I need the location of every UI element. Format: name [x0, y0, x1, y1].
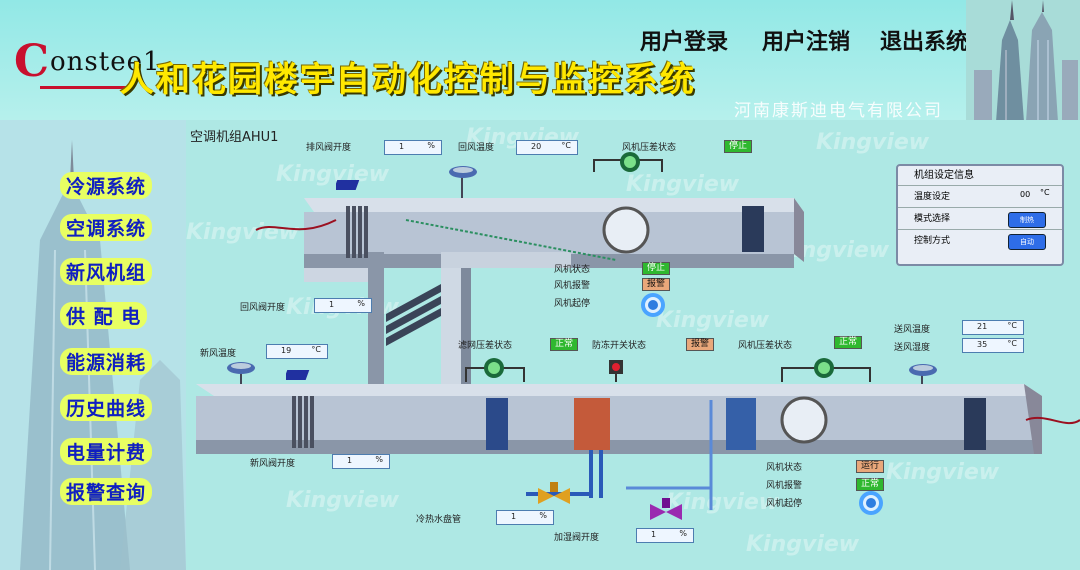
return-damper-value: 1% [314, 298, 372, 313]
exhaust-damper-value: 1% [384, 140, 442, 155]
watermark: Kingview [746, 532, 860, 557]
fan-bottom-alarm-badge: 正常 [856, 478, 885, 491]
filter-dp-status-badge: 正常 [550, 338, 579, 351]
settings-row-control: 控制方式 自动 [898, 230, 1062, 252]
pressure-switch-icon [484, 358, 504, 378]
fresh-damper-label: 新风阀开度 [250, 459, 296, 469]
temp-setpoint-input[interactable]: 00°C [994, 186, 1052, 204]
fan-status-label: 风机状态 [554, 265, 591, 275]
menu-item-fresh-air-unit[interactable]: 新风机组 [18, 256, 184, 286]
settings-row-mode: 模式选择 制热 [898, 208, 1062, 230]
fan-alarm-badge: 报警 [642, 278, 671, 291]
watermark: Kingview [666, 490, 780, 515]
header-banner: Constee1 人和花园楼宇自动化控制与监控系统 用户登录 用户注销 退出系统… [0, 0, 1080, 122]
skyscraper-image [966, 0, 1080, 122]
exit-system-button[interactable]: 退出系统 [880, 30, 969, 55]
unit-settings-panel: 机组设定信息 温度设定 00°C 模式选择 制热 控制方式 自动 [896, 164, 1064, 266]
settings-row-temp: 温度设定 00°C [898, 186, 1062, 208]
fan-bottom-status-label: 风机状态 [766, 463, 803, 473]
fan-alarm-label: 风机报警 [554, 281, 591, 291]
company-logo: Constee1 [14, 36, 161, 89]
menu-item-power-distribution[interactable]: 供 配 电 [18, 300, 184, 330]
control-mode-button[interactable]: 自动 [1008, 234, 1046, 250]
watermark: Kingview [186, 220, 300, 245]
watermark: Kingview [816, 130, 930, 155]
menu-item-energy-consumption[interactable]: 能源消耗 [18, 346, 184, 376]
exhaust-damper-label: 排风阀开度 [306, 143, 352, 153]
supply-humidity-value: 35°C [962, 338, 1024, 353]
menu-item-electricity-billing[interactable]: 电量计费 [18, 436, 184, 466]
coil-valve-value: 1% [496, 510, 554, 525]
temperature-sensor-icon [227, 362, 255, 374]
fan-status-badge: 停止 [642, 262, 671, 275]
unit-title: 空调机组AHU1 [190, 130, 279, 145]
humid-valve-value: 1% [636, 528, 694, 543]
watermark: Kingview [656, 308, 770, 333]
fan-dp-bottom-label: 风机压差状态 [738, 341, 793, 351]
menu-item-alarm-query[interactable]: 报警查询 [18, 476, 184, 506]
actuator-icon [286, 370, 310, 380]
cooling-valve-icon [538, 482, 570, 504]
fan-dp-bottom-status-badge: 正常 [834, 336, 863, 349]
humidity-sensor-icon [909, 364, 937, 376]
settings-title: 机组设定信息 [898, 166, 1062, 186]
actuator-icon [336, 180, 360, 190]
frost-switch-status-badge: 报警 [686, 338, 715, 351]
fan-dp-label: 风机压差状态 [622, 143, 677, 153]
fresh-temp-value: 19°C [266, 344, 328, 359]
supply-temp-label: 送风温度 [894, 325, 931, 335]
watermark: Kingview [286, 488, 400, 513]
menu-item-cold-source[interactable]: 冷源系统 [18, 170, 184, 200]
supply-temp-value: 21°C [962, 320, 1024, 335]
menu-item-history-curve[interactable]: 历史曲线 [18, 392, 184, 422]
return-temp-label: 回风温度 [458, 143, 495, 153]
watermark: Kingview [276, 162, 390, 187]
sidebar: 冷源系统 空调系统 新风机组 供 配 电 能源消耗 历史曲线 电量计费 报警查询 [0, 120, 186, 570]
return-temp-value: 20°C [516, 140, 578, 155]
mode-select-button[interactable]: 制热 [1008, 212, 1046, 228]
fan-dp-status-badge: 停止 [724, 140, 753, 153]
fan-start-label: 风机起停 [554, 299, 591, 309]
watermark: Kingview [886, 460, 1000, 485]
frost-switch-icon [609, 360, 623, 382]
app-title: 人和花园楼宇自动化控制与监控系统 [120, 60, 696, 100]
pressure-switch-icon [620, 152, 640, 172]
temperature-sensor-icon [449, 166, 477, 178]
logout-button[interactable]: 用户注销 [762, 30, 851, 55]
filter-dp-label: 滤网压差状态 [458, 341, 513, 351]
humid-valve-label: 加湿阀开度 [554, 533, 600, 543]
watermark: Kingview [626, 172, 740, 197]
fan-bottom-status-badge: 运行 [856, 460, 885, 473]
fan-start-stop-button-icon[interactable] [640, 292, 666, 318]
frost-switch-label: 防冻开关状态 [592, 341, 647, 351]
ahu-diagram-panel: Kingview Kingview Kingview Kingview King… [186, 120, 1080, 570]
fresh-temp-label: 新风温度 [200, 349, 237, 359]
supply-humidity-label: 送风湿度 [894, 343, 931, 353]
return-damper-label: 回风阀开度 [240, 303, 286, 313]
fan-start-stop-button-icon[interactable] [858, 490, 884, 516]
coil-valve-label: 冷热水盘管 [416, 515, 462, 525]
fan-bottom-start-label: 风机起停 [766, 499, 803, 509]
company-name: 河南康斯迪电气有限公司 [734, 101, 943, 121]
fan-bottom-alarm-label: 风机报警 [766, 481, 803, 491]
login-button[interactable]: 用户登录 [640, 30, 729, 55]
fresh-damper-value: 1% [332, 454, 390, 469]
humidifier-valve-icon [650, 498, 682, 520]
pressure-switch-icon [814, 358, 834, 378]
duct-schematic [196, 159, 1080, 510]
menu-item-air-conditioning[interactable]: 空调系统 [18, 212, 184, 242]
logo-underline [40, 86, 130, 89]
